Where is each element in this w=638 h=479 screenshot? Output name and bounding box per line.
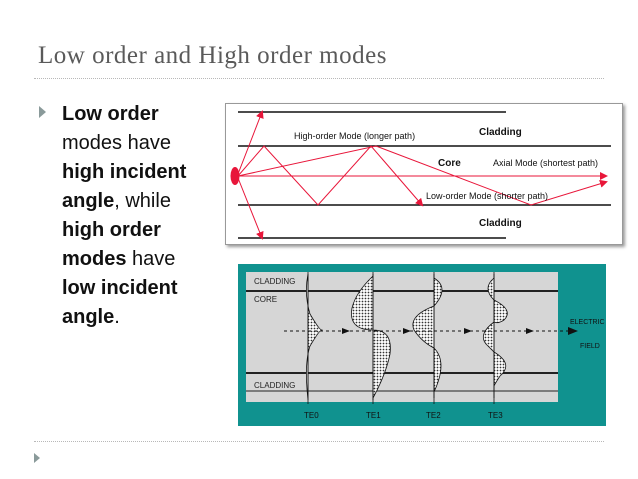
bullet-emph: Low order: [62, 103, 159, 125]
electric-label: ELECTRIC: [570, 319, 605, 326]
bullet-arrow-icon: [39, 106, 46, 118]
footer-divider: [34, 441, 604, 442]
bullet-emph: high order modes: [62, 219, 161, 270]
high-order-label: High-order Mode (longer path): [294, 131, 415, 141]
te2-label: TE2: [426, 411, 441, 420]
bullet-span: have: [126, 248, 176, 270]
te3-label: TE3: [488, 411, 503, 420]
slide-title: Low order and High order modes: [38, 42, 387, 69]
core-label: CORE: [254, 295, 277, 304]
low-order-label: Low-order Mode (shorter path): [426, 191, 548, 201]
axial-label: Axial Mode (shortest path): [493, 158, 598, 168]
bullet-span: modes have: [62, 132, 171, 154]
te0-profile: [306, 273, 323, 401]
core-label: Core: [438, 158, 461, 169]
waveguide-body: [246, 272, 558, 402]
bullet-text: Low order modes have high incident angle…: [62, 100, 212, 332]
title-divider: [34, 78, 604, 79]
escape-ray-up: [237, 110, 264, 175]
te3-profile: [482, 274, 508, 398]
cladding-bottom-label: Cladding: [479, 218, 522, 229]
cladding-bottom-label: CLADDING: [254, 381, 295, 390]
te1-label: TE1: [366, 411, 381, 420]
footer-arrow-icon: [34, 453, 40, 463]
high-order-ray: [237, 145, 424, 207]
mode-profile-figure: CLADDING CORE CLADDING ELECTRIC FIELD TE…: [238, 264, 606, 426]
te0-label: TE0: [304, 411, 319, 420]
cladding-top-label: Cladding: [479, 127, 522, 138]
bullet-span: .: [114, 306, 120, 328]
light-source: [230, 167, 240, 185]
escape-ray-down: [237, 177, 264, 240]
bullet-span: , while: [114, 190, 171, 212]
field-arrow-icon: [568, 327, 578, 335]
ray-diagram: High-order Mode (longer path) Cladding C…: [225, 103, 623, 245]
bullet-emph: low incident angle: [62, 277, 178, 328]
te1-profile: [351, 274, 391, 400]
field-label: FIELD: [580, 343, 600, 350]
cladding-top-label: CLADDING: [254, 277, 295, 286]
bullet-emph: high incident angle: [62, 161, 187, 212]
